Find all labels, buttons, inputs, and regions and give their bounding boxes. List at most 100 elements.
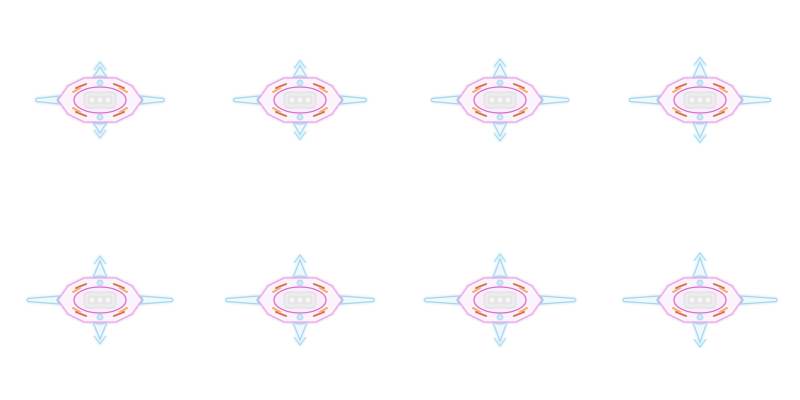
vent-mark [675,111,687,117]
vent-mark [513,111,525,117]
core-panel [104,96,112,104]
vent-mark [275,111,287,117]
fin-chevron [493,337,507,347]
core-panel [696,296,704,304]
core-panel [296,296,304,304]
vent-mark [313,111,325,117]
vent-mark [672,107,681,113]
hull-node [496,279,504,287]
sprite-frame [423,253,577,347]
fin-chevron [693,252,707,262]
vent-mark [713,111,725,117]
vent-mark [519,107,528,113]
core-panel [88,296,96,304]
vent-mark [675,283,687,289]
fin-chevron [293,59,307,69]
hull-node [96,113,104,121]
vent-mark [72,107,81,113]
side-arm [628,95,661,105]
vent-mark [72,87,81,93]
vent-mark [675,311,687,317]
core-panel [104,296,112,304]
vent-mark [272,287,281,293]
vent-mark [719,307,728,313]
sprite-frame [622,252,778,348]
core-panel [304,96,312,104]
core-panel [488,296,496,304]
vent-mark [272,107,281,113]
core-panel [288,296,296,304]
fin-chevron [293,336,307,346]
core-panel [96,96,104,104]
vent-mark [513,83,525,89]
vent-mark [319,307,328,313]
vent-mark [475,83,487,89]
frames-layer [26,56,778,348]
core-panel [496,96,504,104]
vent-mark [275,83,287,89]
fin-chevron [293,131,307,141]
vent-mark [672,287,681,293]
sprite-frame [628,56,772,144]
vent-mark [672,307,681,313]
hull-node [496,79,504,87]
core-panel [288,96,296,104]
side-arm [539,95,570,105]
vent-mark [713,83,725,89]
side-arm [430,95,461,105]
sprite-frame [430,58,570,142]
core-panel [696,96,704,104]
fin-chevron [93,61,107,71]
vent-mark [75,83,87,89]
vent-mark [119,87,128,93]
vent-mark [513,283,525,289]
fin-chevron [93,335,107,345]
vent-mark [719,287,728,293]
core-panel [704,296,712,304]
vent-mark [519,287,528,293]
vent-mark [75,311,87,317]
vent-mark [113,283,125,289]
side-arm [35,95,61,105]
vent-mark [475,283,487,289]
vent-mark [672,87,681,93]
core-panel [96,296,104,304]
sprite-frame [225,254,375,346]
vent-mark [719,87,728,93]
side-arm [423,295,463,305]
vent-mark [713,311,725,317]
side-arm [137,295,174,305]
vent-mark [272,87,281,93]
vent-mark [113,311,125,317]
vent-mark [513,311,525,317]
vent-mark [472,107,481,113]
core-panel [504,296,512,304]
core-panel [88,96,96,104]
core-panel [504,96,512,104]
vent-mark [319,287,328,293]
core-panel [704,96,712,104]
hull-node [96,279,104,287]
fin-chevron [493,132,507,142]
vent-mark [72,287,81,293]
core-panel [688,296,696,304]
vent-mark [313,283,325,289]
vent-mark [75,111,87,117]
side-arm [739,95,772,105]
fin-chevron [693,56,707,66]
fin-chevron [493,253,507,263]
side-arm [232,95,261,105]
sprite-frame [232,59,368,141]
vent-mark [272,307,281,313]
vent-mark [519,307,528,313]
hull-node [296,79,304,87]
vent-mark [75,283,87,289]
side-arm [337,295,375,305]
vent-mark [113,111,125,117]
hull-node [696,279,704,287]
side-arm [26,295,63,305]
vent-mark [713,283,725,289]
fin-chevron [693,134,707,144]
fin-chevron [693,338,707,348]
hull-node [696,79,704,87]
